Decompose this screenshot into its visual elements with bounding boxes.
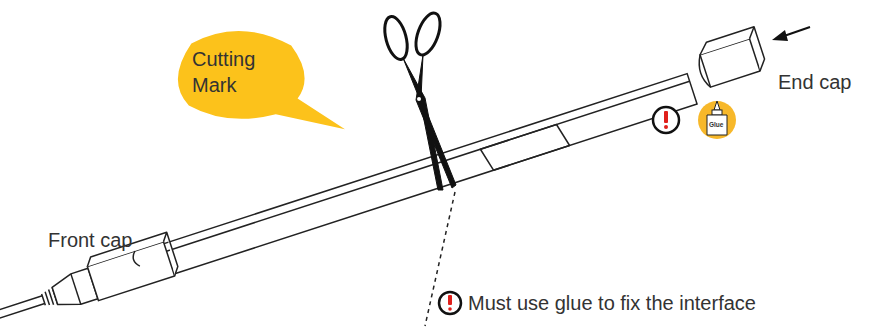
part-label: Front cap bbox=[48, 228, 132, 252]
bubble-shape bbox=[176, 28, 304, 116]
speech-bubble: Cutting Mark bbox=[176, 28, 304, 116]
note-text: Must use glue to fix the interface bbox=[468, 291, 756, 315]
bottle-label: Glue bbox=[709, 121, 723, 129]
part-label: End cap bbox=[778, 70, 851, 94]
warning-icon bbox=[653, 107, 679, 133]
glue-bottle-icon bbox=[698, 101, 736, 139]
bubble-outline bbox=[178, 31, 345, 129]
warning-icon bbox=[439, 292, 461, 314]
push-arrow bbox=[772, 27, 810, 41]
neon-strip bbox=[0, 64, 698, 330]
bubble-text: Cutting Mark bbox=[192, 46, 288, 98]
scissors-icon bbox=[381, 10, 456, 190]
end-cap bbox=[692, 27, 767, 89]
